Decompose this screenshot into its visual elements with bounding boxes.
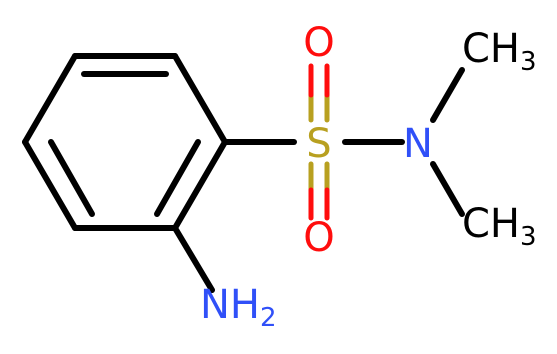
amine-label: NH2 [200, 282, 277, 333]
c-n-bond [172, 225, 215, 293]
oxygen-top-label: O [303, 20, 334, 66]
ring-bond [22, 139, 78, 231]
bonds [22, 53, 465, 293]
methyl-bottom-label: CH3 [462, 201, 537, 252]
n-ch3-bond [430, 161, 465, 217]
sulfonyl-bonds [308, 63, 330, 221]
ring-double-bond [154, 139, 201, 217]
oxygen-bottom-label: O [303, 215, 334, 261]
methyl-top-label: CH3 [462, 26, 537, 77]
ring-bond [172, 139, 228, 231]
ring-double-bond [48, 139, 95, 217]
ring-bond [172, 53, 228, 145]
sulfur-label: S [306, 121, 331, 167]
ring-bond [22, 53, 78, 145]
n-ch3-bond [430, 67, 465, 123]
nitrogen-label: N [403, 121, 433, 167]
